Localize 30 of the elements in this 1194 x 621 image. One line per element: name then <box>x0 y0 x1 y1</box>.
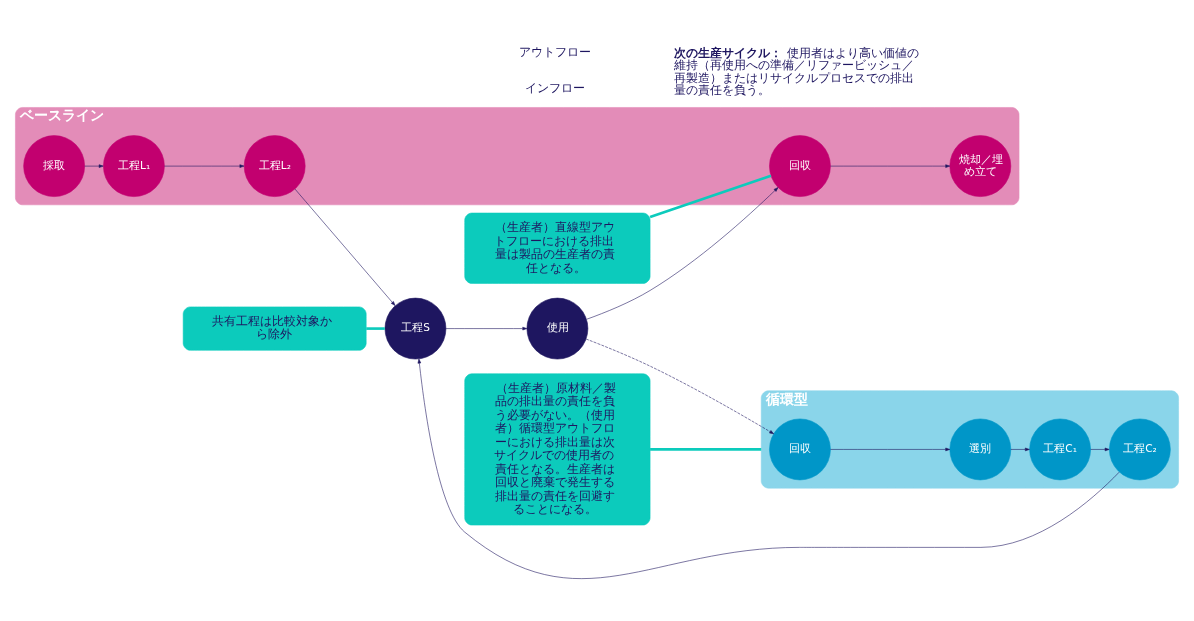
connector <box>649 174 772 219</box>
arrow <box>585 338 774 435</box>
node-circle: 工程L₁ <box>103 135 165 197</box>
arrow <box>445 326 528 331</box>
node-circle: 選別 <box>949 418 1012 481</box>
arrow <box>830 164 951 168</box>
label: 次の生産サイクル：使用者はより高い価値の維持（再使用への準備／リファービッシュ／再製造）またはリサイクルプロセスでの排出量の責任を負う。 <box>673 45 919 97</box>
label: インフロー <box>525 80 586 95</box>
node-box: （生産者）直線型アウトフローにおける排出量は製品の生産者の責任となる。 <box>464 212 651 284</box>
connector <box>366 327 385 330</box>
arrow <box>830 447 951 452</box>
node-circle: 工程S <box>384 297 447 360</box>
connector <box>650 448 762 451</box>
arrow <box>417 358 1120 579</box>
node-circle: 採取 <box>23 135 85 197</box>
arrow <box>164 164 245 168</box>
arrow <box>1010 447 1030 452</box>
node-circle: 工程C₁ <box>1029 418 1091 481</box>
arrow <box>294 188 396 306</box>
node-circle: 回収 <box>769 135 831 197</box>
label: アウトフロー <box>519 45 592 60</box>
node-circle: 工程C₂ <box>1109 418 1171 481</box>
node-box: 共有工程は比較対象から除外 <box>182 306 367 351</box>
node-box: （生産者）原材料／製品の排出量の責任を負う必要がない。（使用者）循環型アウトフローにおける排出量は次サイクルでの使用者の責任となる。生産者は回収と廃棄で発生する排出量の責任を回避することになる。 <box>464 373 651 526</box>
arrow <box>1090 447 1110 452</box>
arrow <box>586 187 779 320</box>
node-circle: 工程L₂ <box>243 135 306 197</box>
arrow <box>84 164 104 168</box>
node-circle: 使用 <box>526 297 589 360</box>
node-circle: 焼却／埋め立て <box>949 135 1012 197</box>
